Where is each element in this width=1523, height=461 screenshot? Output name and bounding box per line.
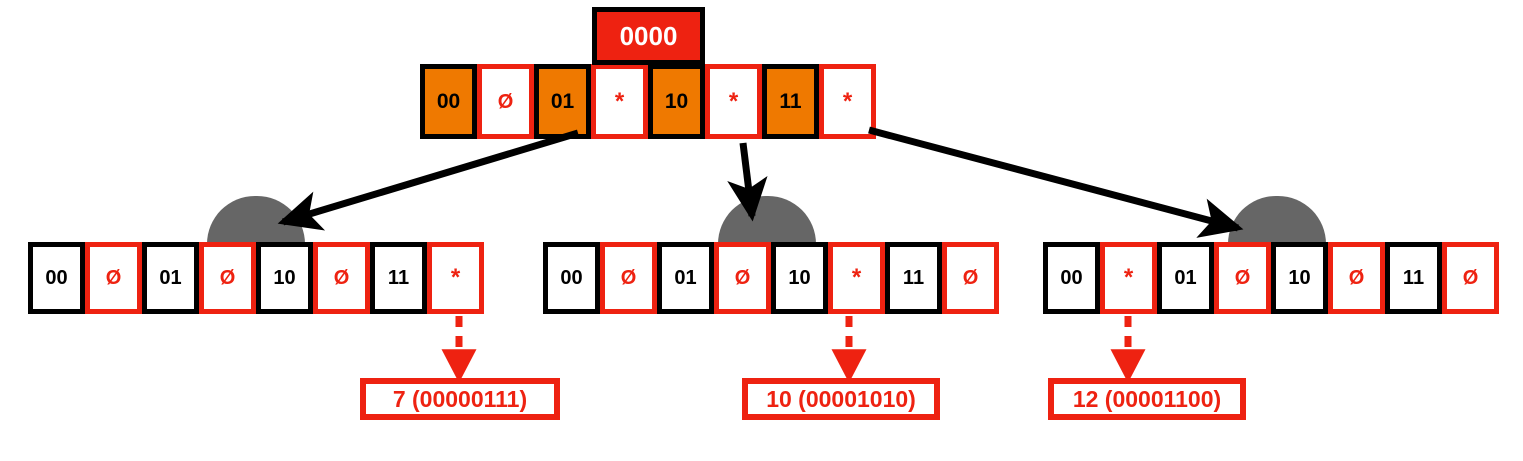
leaf-1-cell-7: Ø (942, 242, 999, 314)
leaf-1-cell-0: 00 (543, 242, 600, 314)
leaf-0-cell-1: Ø (85, 242, 142, 314)
leaf-2-cell-6: 11 (1385, 242, 1442, 314)
leaf-0-cell-4: 10 (256, 242, 313, 314)
leaf-2-cell-5: Ø (1328, 242, 1385, 314)
root-cell-6: 11 (762, 64, 819, 139)
leaf-1-cell-5: * (828, 242, 885, 314)
root-label-0000: 0000 (592, 7, 705, 65)
leaf-0-cell-5: Ø (313, 242, 370, 314)
leaf-0-cell-2: 01 (142, 242, 199, 314)
leaf-2-cell-4: 10 (1271, 242, 1328, 314)
leaf-2-cell-7: Ø (1442, 242, 1499, 314)
leaf-1-cell-1: Ø (600, 242, 657, 314)
value-box-1: 10 (00001010) (742, 378, 940, 420)
leaf-0-cell-6: 11 (370, 242, 427, 314)
root-cell-4: 10 (648, 64, 705, 139)
leaf-2-cell-2: 01 (1157, 242, 1214, 314)
leaf-2-cell-0: 00 (1043, 242, 1100, 314)
arrow-root-to-leaf-2 (868, 126, 1244, 238)
leaf-0-cell-7: * (427, 242, 484, 314)
leaf-1-cell-4: 10 (771, 242, 828, 314)
leaf-1-cell-6: 11 (885, 242, 942, 314)
root-cell-7: * (819, 64, 876, 139)
arrow-root-to-leaf-0 (277, 129, 580, 231)
root-cell-3: * (591, 64, 648, 139)
leaf-0-cell-0: 00 (28, 242, 85, 314)
leaf-0-cell-3: Ø (199, 242, 256, 314)
root-cell-0: 00 (420, 64, 477, 139)
value-box-2: 12 (00001100) (1048, 378, 1246, 420)
leaf-2-cell-1: * (1100, 242, 1157, 314)
leaf-2-cell-3: Ø (1214, 242, 1271, 314)
root-cell-5: * (705, 64, 762, 139)
arrow-root-to-leaf-1 (727, 142, 768, 222)
root-cell-1: Ø (477, 64, 534, 139)
leaf-1-cell-2: 01 (657, 242, 714, 314)
leaf-1-cell-3: Ø (714, 242, 771, 314)
